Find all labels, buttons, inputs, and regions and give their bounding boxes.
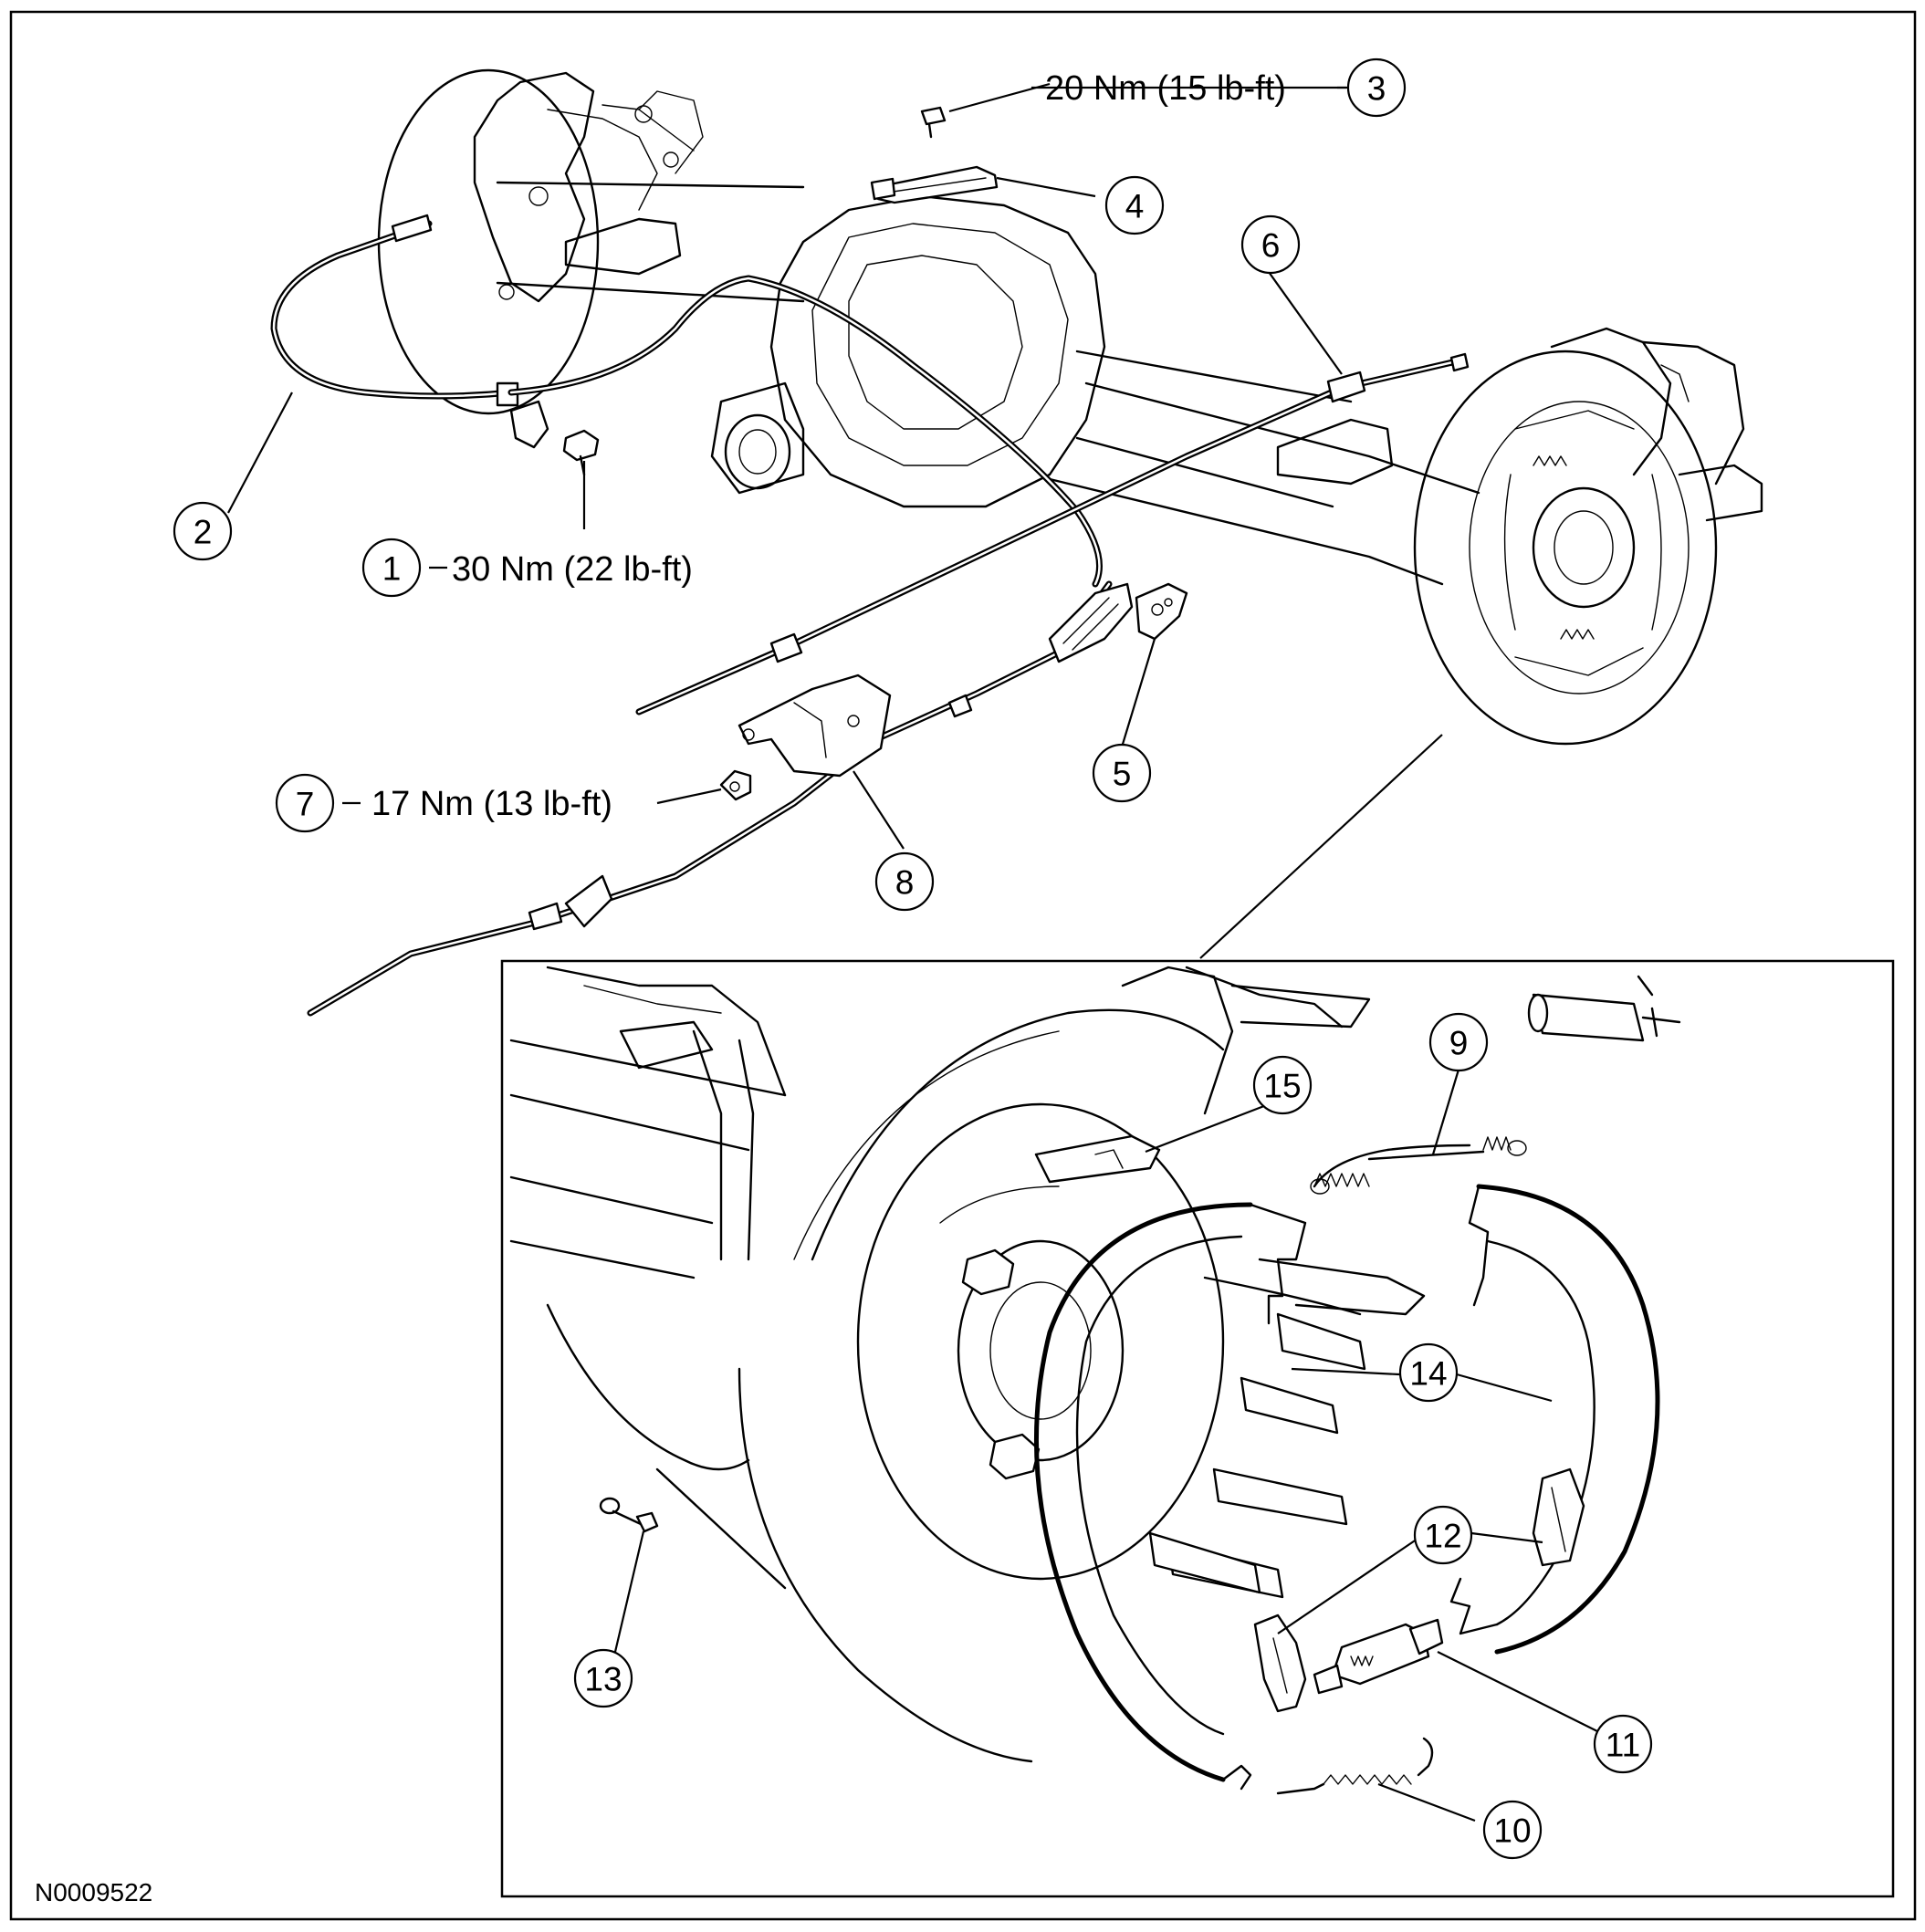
callout-7: 7	[275, 773, 335, 833]
callout-12: 12	[1413, 1505, 1473, 1565]
detail-inset-frame	[500, 959, 1895, 1898]
torque-label-1: 30 Nm (22 lb-ft)	[452, 550, 693, 589]
callout-12-number: 12	[1424, 1518, 1461, 1555]
callout-6-number: 6	[1261, 227, 1281, 265]
callout-4: 4	[1104, 175, 1165, 235]
leader-lines	[227, 82, 1600, 1822]
callout-9: 9	[1428, 1012, 1489, 1072]
callout-2: 2	[173, 501, 233, 561]
callout-11-number: 11	[1606, 1727, 1640, 1764]
callout-8-number: 8	[895, 864, 915, 902]
callout-5: 5	[1092, 743, 1152, 803]
callout-13-number: 13	[584, 1661, 622, 1698]
callout-10-number: 10	[1493, 1812, 1531, 1850]
torque-label-3: 20 Nm (15 lb-ft)	[1045, 69, 1286, 108]
callout-1-number: 1	[382, 550, 402, 588]
callout-10: 10	[1482, 1800, 1543, 1860]
callout-6: 6	[1240, 214, 1301, 275]
callout-3-number: 3	[1367, 70, 1386, 108]
callout-3: 3	[1346, 57, 1407, 118]
callout-2-number: 2	[194, 514, 213, 551]
callout-5-number: 5	[1113, 756, 1132, 793]
callout-14: 14	[1398, 1342, 1459, 1403]
torque-label-7: 17 Nm (13 lb-ft)	[371, 785, 612, 823]
callout-14-number: 14	[1409, 1355, 1447, 1393]
parking-brake-cables	[270, 214, 1470, 1017]
torque-labels: 30 Nm (22 lb-ft) 20 Nm (15 lb-ft) 17 Nm …	[371, 69, 1286, 823]
outer-frame	[9, 10, 1917, 1921]
callout-1: 1	[361, 538, 422, 598]
figure-id: N0009522	[35, 1878, 152, 1906]
callout-4-number: 4	[1125, 188, 1145, 225]
callout-11: 11	[1593, 1714, 1653, 1774]
detail-view	[509, 966, 1681, 1795]
callout-bubbles: 1 2 3 4 5 6 7 8	[173, 57, 1653, 1860]
callout-15: 15	[1252, 1055, 1313, 1115]
callout-15-number: 15	[1263, 1068, 1301, 1105]
callout-7-number: 7	[296, 786, 315, 823]
callout-13: 13	[573, 1648, 633, 1708]
callout-8: 8	[874, 851, 935, 912]
upper-small-parts	[509, 106, 1188, 801]
rear-axle-assembly	[377, 68, 1763, 746]
callout-9-number: 9	[1449, 1025, 1469, 1062]
